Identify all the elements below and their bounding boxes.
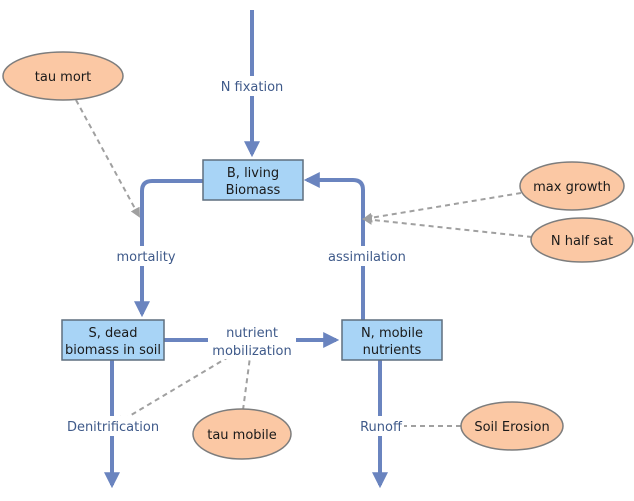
denitrification-label: Denitrification — [67, 420, 159, 435]
n-half-sat-link[interactable] — [362, 214, 533, 238]
mobilization-label-line1: nutrient — [226, 326, 278, 341]
dead-biomass-line2: biomass in soil — [65, 343, 161, 358]
mortality-label-group: mortality — [112, 246, 178, 266]
living-biomass-stock[interactable]: B, living Biomass — [202, 159, 304, 201]
tau-mort-label: tau mort — [35, 70, 92, 85]
dead-biomass-line1: S, dead — [89, 326, 138, 341]
n-fixation-label: N fixation — [221, 80, 284, 95]
mortality-label: mortality — [116, 250, 175, 265]
denitrification-label-group: Denitrification — [60, 416, 166, 436]
living-biomass-line1: B, living — [227, 166, 279, 181]
soil-erosion-variable[interactable]: Soil Erosion — [460, 401, 564, 451]
n-half-sat-variable[interactable]: N half sat — [530, 217, 634, 263]
mobilization-label-group: nutrient mobilization — [208, 323, 296, 359]
max-growth-label: max growth — [533, 180, 611, 195]
tau-mort-variable[interactable]: tau mort — [2, 51, 124, 101]
n-half-sat-label: N half sat — [551, 234, 613, 249]
tau-mobile-variable[interactable]: tau mobile — [192, 408, 292, 460]
mobile-nutrients-stock[interactable]: N, mobile nutrients — [341, 319, 443, 361]
soil-erosion-label: Soil Erosion — [474, 420, 549, 435]
dead-biomass-stock[interactable]: S, dead biomass in soil — [61, 319, 165, 361]
n-fixation-label-group: N fixation — [214, 76, 290, 96]
tau-mort-link[interactable] — [75, 99, 140, 218]
mobile-nutrients-line1: N, mobile — [361, 326, 423, 341]
runoff-label-group: Runoff — [356, 416, 404, 436]
assimilation-label-group: assimilation — [325, 246, 409, 266]
tau-mobile-label: tau mobile — [207, 428, 277, 443]
assimilation-flow[interactable] — [303, 172, 365, 320]
max-growth-link[interactable] — [362, 192, 522, 223]
mobile-nutrients-line2: nutrients — [363, 343, 422, 358]
runoff-label: Runoff — [360, 420, 403, 435]
mobilization-label-line2: mobilization — [212, 344, 291, 359]
max-growth-variable[interactable]: max growth — [519, 161, 625, 211]
assimilation-label: assimilation — [328, 250, 406, 265]
mortality-flow[interactable] — [134, 179, 203, 318]
living-biomass-line2: Biomass — [226, 183, 281, 198]
